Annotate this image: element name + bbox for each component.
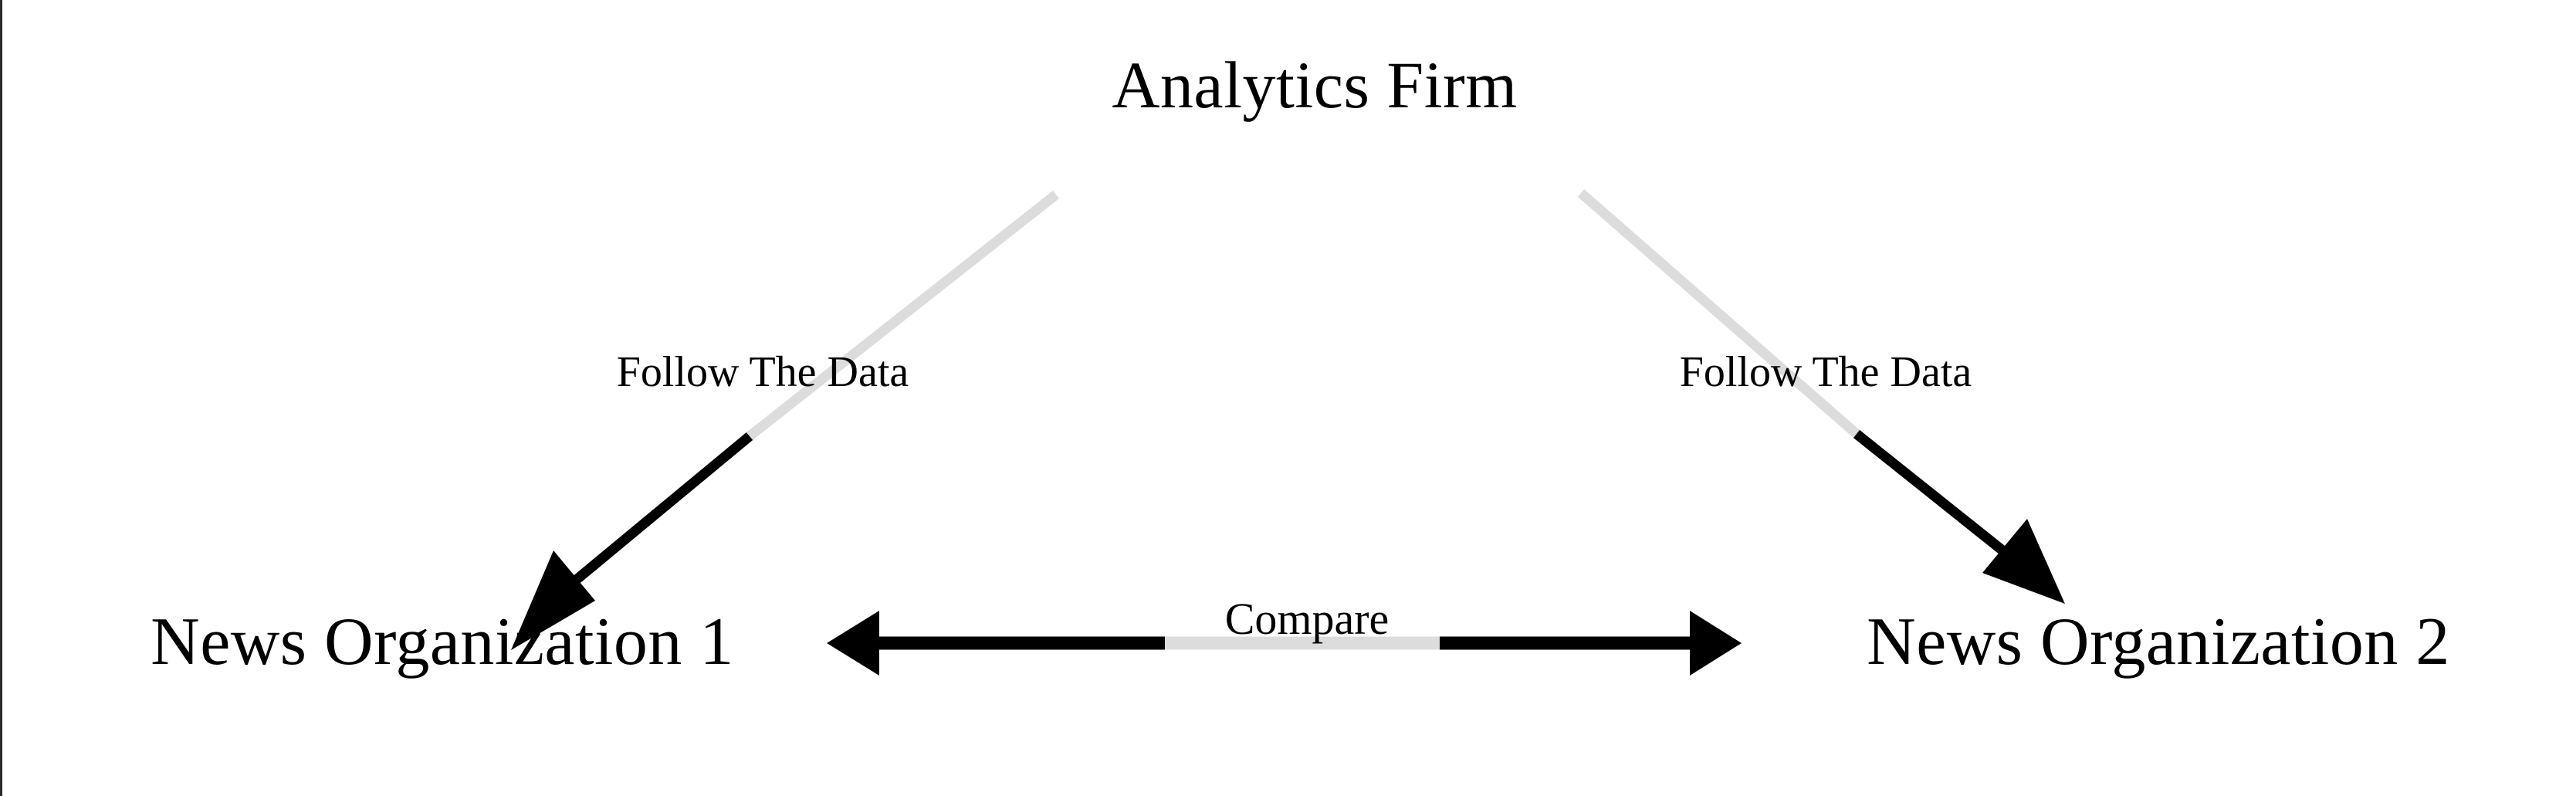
edge-label-follow-the-data-right: Follow The Data — [1679, 348, 1972, 396]
edge-firm-to-org2-faded-segment — [1577, 189, 1860, 438]
node-analytics-firm[interactable]: Analytics Firm — [1112, 48, 1518, 122]
node-news-organization-2[interactable]: News Organization 2 — [1867, 605, 2450, 679]
edge-label-compare: Compare — [1224, 594, 1390, 644]
edge-firm-to-org1-faded-segment — [746, 190, 1060, 441]
edge-firm-to-org1-arrowhead — [511, 550, 595, 650]
edge-firm-to-org2-solid-segment — [1853, 429, 2025, 570]
edge-compare-arrowhead-left — [827, 611, 879, 676]
node-news-organization-1[interactable]: News Organization 1 — [151, 605, 734, 679]
edge-firm-to-org2-arrowhead — [1982, 519, 2065, 604]
edge-firm-to-org2[interactable] — [1577, 189, 2065, 604]
edge-label-follow-the-data-left: Follow The Data — [616, 348, 909, 396]
edge-org1-org2-compare[interactable] — [827, 611, 1742, 676]
edge-compare-arrowhead-right — [1690, 611, 1742, 676]
edge-firm-to-org1[interactable] — [511, 190, 1060, 650]
